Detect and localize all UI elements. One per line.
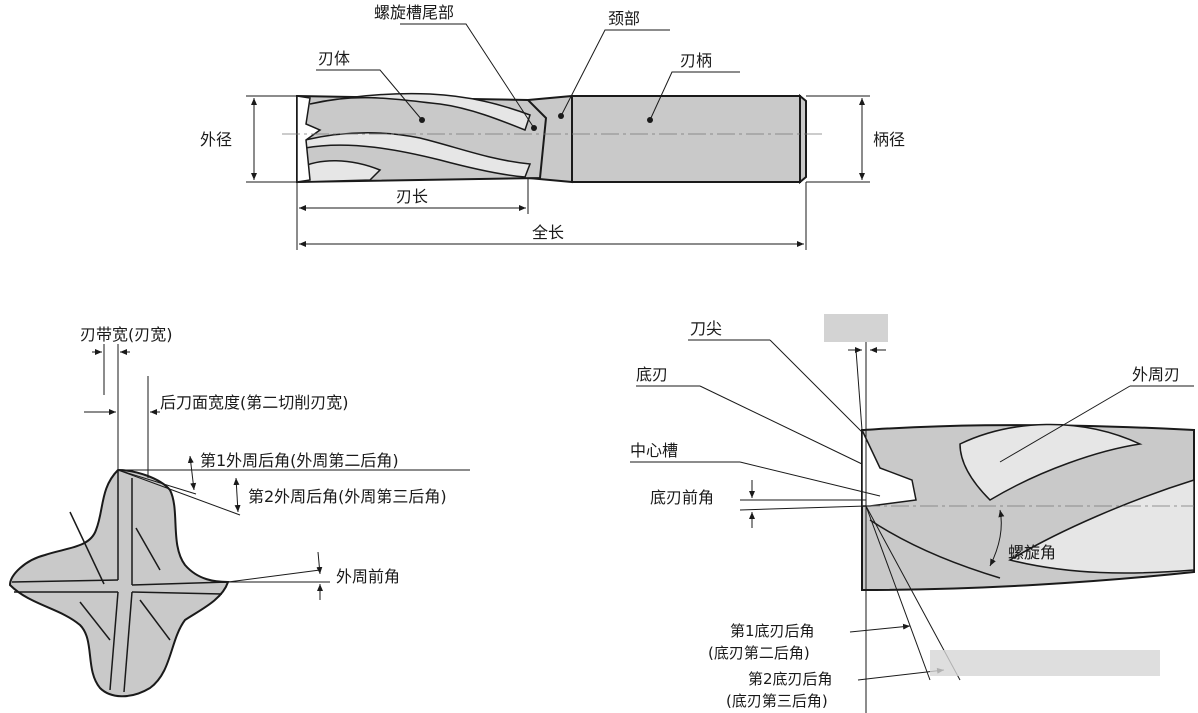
label-peripheral-rake: 外周前角 [336, 567, 400, 586]
shank-body [571, 95, 801, 183]
end-tooth [296, 95, 322, 183]
label-outer-diameter: 外径 [200, 130, 232, 149]
label-bottom-rake: 底刃前角 [650, 488, 714, 507]
label-helix-angle: 螺旋角 [1008, 543, 1056, 562]
label-land-width: 刃带宽(刃宽) [80, 325, 173, 344]
label-neck: 颈部 [608, 9, 640, 28]
label-first-bottom-relief: 第1底刃后角 [730, 622, 815, 640]
label-first-bottom-relief-alt: (底刃第二后角) [708, 644, 810, 662]
flute-2 [304, 132, 532, 178]
blurred-patch [824, 314, 888, 342]
cross-section-view: 刃带宽(刃宽) 后刀面宽度(第二切削刃宽) 第1外周后角(外周第二后角) 第2外… [8, 325, 470, 698]
end-view: 刀尖 底刃 外周刃 中心槽 底刃前角 螺旋角 第1底刃后角 (底刃第二后角) 第… [630, 319, 1195, 713]
label-bottom-edge: 底刃 [636, 365, 668, 384]
blurred-watermark [930, 650, 1160, 676]
shank-chamfer [799, 93, 807, 185]
flute-1 [309, 92, 531, 131]
end-view-flute-1 [959, 423, 1143, 501]
label-shank-diameter: 柄径 [873, 130, 905, 149]
label-spiral-flute-tail: 螺旋槽尾部 [374, 3, 454, 22]
label-blade-body: 刃体 [318, 49, 350, 68]
cross-section-body [8, 468, 230, 698]
flute-3 [299, 160, 382, 183]
label-second-bottom-relief: 第2底刃后角 [748, 670, 833, 688]
label-first-peripheral-relief: 第1外周后角(外周第二后角) [200, 451, 399, 470]
label-tip: 刀尖 [690, 319, 722, 338]
label-blade-length: 刃长 [396, 187, 428, 206]
label-second-peripheral-relief: 第2外周后角(外周第三后角) [248, 487, 447, 506]
label-overall-length: 全长 [532, 223, 564, 242]
label-shank: 刃柄 [680, 51, 712, 70]
label-second-bottom-relief-alt: (底刃第三后角) [726, 692, 828, 710]
side-view: 螺旋槽尾部 颈部 刃体 刃柄 外径 柄径 刃长 全长 [200, 3, 905, 250]
label-center-groove: 中心槽 [630, 441, 678, 460]
label-relief-width: 后刀面宽度(第二切削刃宽) [160, 393, 349, 412]
label-peripheral-edge: 外周刃 [1132, 365, 1180, 384]
end-view-flute-2 [1008, 478, 1195, 574]
